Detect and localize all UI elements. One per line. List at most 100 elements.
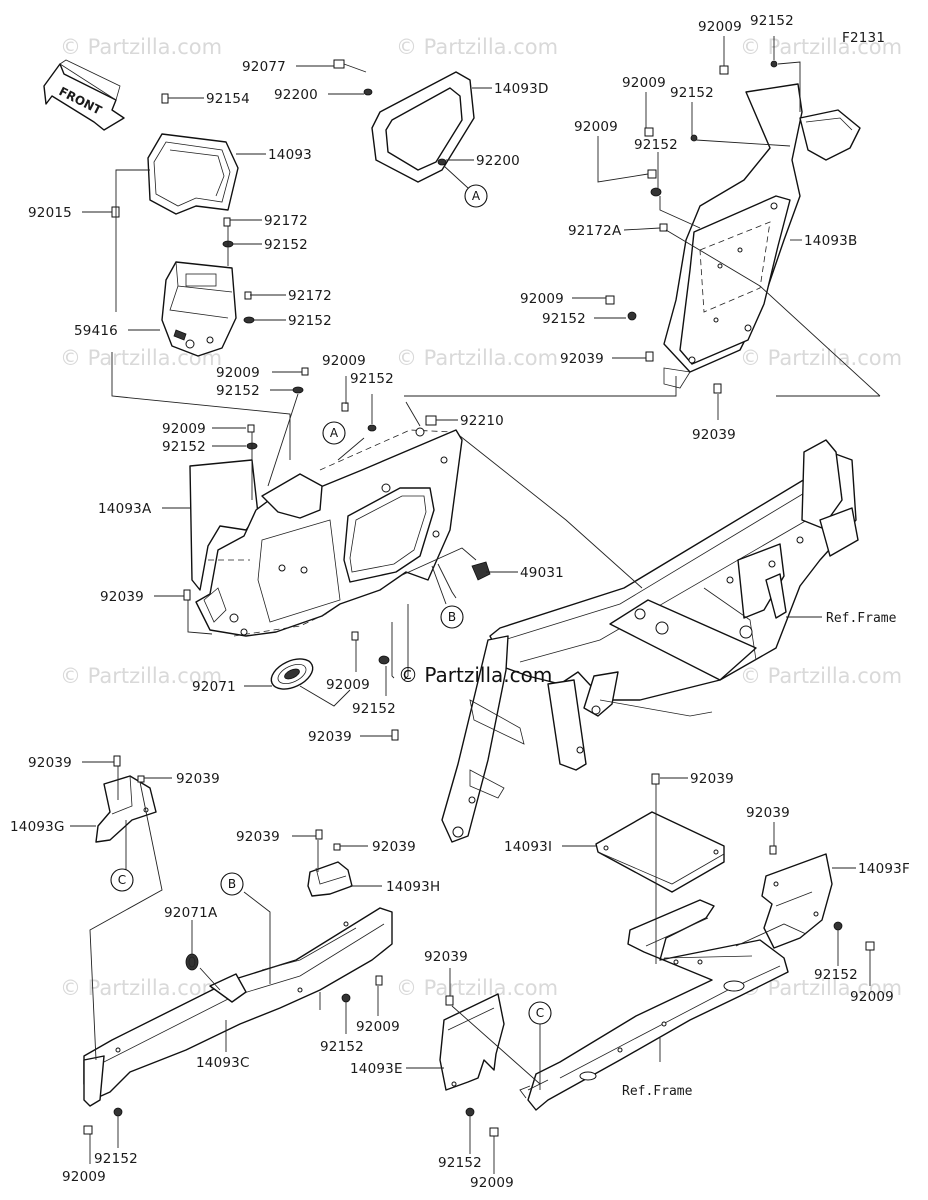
part-92071-grommet — [270, 658, 314, 690]
watermark: © Partzilla.com — [60, 664, 222, 688]
svg-text:A: A — [330, 426, 339, 440]
label-92009: 92009 — [520, 291, 564, 307]
label-92009: 92009 — [322, 353, 366, 369]
center-watermark: © Partzilla.com — [398, 663, 552, 687]
label-92200: 92200 — [476, 153, 520, 169]
label-92152: 92152 — [438, 1155, 482, 1171]
watermark: © Partzilla.com — [396, 35, 558, 59]
label-92172: 92172 — [288, 288, 332, 304]
part-14093I-plate — [595, 811, 725, 893]
fastener-bolts-middle — [183, 402, 491, 741]
label-14093E: 14093E — [350, 1061, 403, 1077]
part-14093A-panel — [189, 427, 463, 637]
label-92009: 92009 — [574, 119, 618, 135]
label-92039: 92039 — [100, 589, 144, 605]
svg-text:A: A — [472, 189, 481, 203]
label-ref-frame: Ref.Frame — [826, 611, 897, 626]
watermark: © Partzilla.com — [396, 976, 558, 1000]
label-92039: 92039 — [28, 755, 72, 771]
part-14093-seal — [147, 133, 239, 215]
reference-frame-rail — [527, 899, 789, 1111]
label-92039: 92039 — [236, 829, 280, 845]
part-14093G-guard — [95, 775, 157, 843]
callout-b-middle: B — [440, 605, 464, 629]
label-92152: 92152 — [750, 13, 794, 29]
watermark: © Partzilla.com — [60, 35, 222, 59]
label-92039: 92039 — [176, 771, 220, 787]
fastener-bolts-bottom-right — [445, 773, 875, 1137]
leader-lines-bottom-left — [70, 761, 382, 1164]
label-92039: 92039 — [560, 351, 604, 367]
label-92210: 92210 — [460, 413, 504, 429]
label-ref-frame: Ref.Frame — [622, 1084, 693, 1099]
label-92152: 92152 — [670, 85, 714, 101]
label-92152: 92152 — [350, 371, 394, 387]
svg-text:C: C — [536, 1006, 544, 1020]
reference-frame — [441, 439, 859, 843]
leader-lines-middle — [154, 376, 518, 737]
label-92071: 92071 — [192, 679, 236, 695]
leader-lines-frame — [459, 435, 822, 618]
part-14093B-panel — [663, 83, 861, 389]
label-92077: 92077 — [242, 59, 286, 75]
callout-b-bottom: B — [220, 872, 244, 896]
label-14093D: 14093D — [494, 81, 549, 97]
label-92009: 92009 — [326, 677, 370, 693]
label-14093C: 14093C — [196, 1055, 250, 1071]
watermark: © Partzilla.com — [740, 664, 902, 688]
part-14093E-panel — [439, 993, 505, 1091]
label-92039: 92039 — [424, 949, 468, 965]
label-92172: 92172 — [264, 213, 308, 229]
label-92152: 92152 — [352, 701, 396, 717]
label-92152: 92152 — [94, 1151, 138, 1167]
label-49031: 49031 — [520, 565, 564, 581]
callout-a-middle: A — [322, 421, 346, 445]
label-92009: 92009 — [470, 1175, 514, 1191]
label-92009: 92009 — [162, 421, 206, 437]
watermark: © Partzilla.com — [740, 35, 902, 59]
watermark: © Partzilla.com — [60, 976, 222, 1000]
label-92009: 92009 — [850, 989, 894, 1005]
label-92009: 92009 — [698, 19, 742, 35]
label-14093B: 14093B — [804, 233, 857, 249]
label-92009: 92009 — [356, 1019, 400, 1035]
label-92039: 92039 — [746, 805, 790, 821]
part-59416-box — [161, 261, 237, 357]
label-92152: 92152 — [288, 313, 332, 329]
label-92015: 92015 — [28, 205, 72, 221]
callout-a-top: A — [464, 184, 488, 208]
label-92152: 92152 — [634, 137, 678, 153]
part-14093D-cover — [333, 59, 475, 183]
label-92039: 92039 — [308, 729, 352, 745]
part-labels: 92154 14093 92015 92172 92152 92172 9215… — [10, 13, 910, 1191]
label-92152: 92152 — [814, 967, 858, 983]
label-92009: 92009 — [216, 365, 260, 381]
label-14093A: 14093A — [98, 501, 152, 517]
label-92172A: 92172A — [568, 223, 622, 239]
svg-text:B: B — [448, 610, 456, 624]
label-14093G: 14093G — [10, 819, 65, 835]
label-92152: 92152 — [216, 383, 260, 399]
label-92152: 92152 — [264, 237, 308, 253]
label-92039: 92039 — [372, 839, 416, 855]
label-92154: 92154 — [206, 91, 250, 107]
callout-c-left: C — [110, 868, 134, 892]
fastener-bolts-bottom-left — [83, 755, 383, 1135]
label-92009: 92009 — [622, 75, 666, 91]
part-92071A-grommet — [185, 953, 199, 971]
fastener-bolts-top-left — [111, 93, 309, 450]
leader-lines-top-right — [404, 36, 881, 420]
svg-text:B: B — [228, 877, 236, 891]
label-92071A: 92071A — [164, 905, 218, 921]
label-92152: 92152 — [162, 439, 206, 455]
label-92152: 92152 — [320, 1039, 364, 1055]
leader-lines-14093D — [296, 65, 492, 189]
label-92039: 92039 — [692, 427, 736, 443]
part-14093C-undercover — [83, 907, 393, 1107]
watermark: © Partzilla.com — [740, 346, 902, 370]
label-14093F: 14093F — [858, 861, 910, 877]
part-14093F-panel — [761, 853, 833, 949]
label-92152: 92152 — [542, 311, 586, 327]
watermark: © Partzilla.com — [396, 346, 558, 370]
label-14093: 14093 — [268, 147, 312, 163]
